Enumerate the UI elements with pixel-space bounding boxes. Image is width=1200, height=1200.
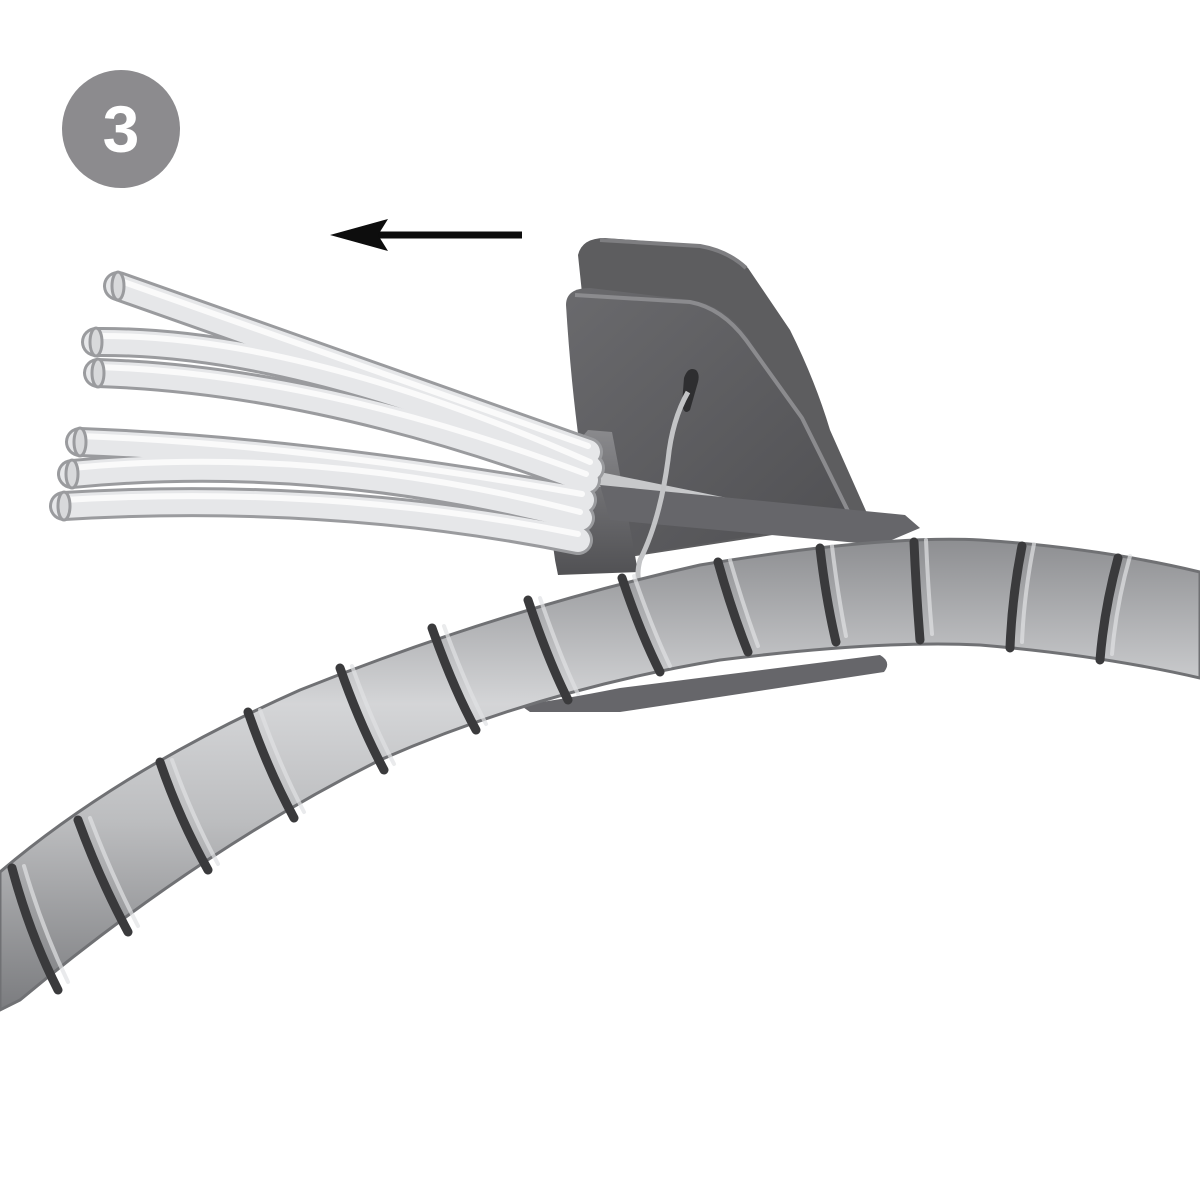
step-number: 3 [102, 92, 140, 166]
left-arrow-icon [330, 219, 522, 251]
step-number-badge [62, 70, 180, 188]
step-badge: 3 [62, 70, 180, 188]
wrap-tool [520, 238, 920, 712]
spiral-cable-wrap [0, 537, 1200, 1012]
clip-wire [635, 390, 691, 586]
cable-bundle [49, 270, 605, 555]
